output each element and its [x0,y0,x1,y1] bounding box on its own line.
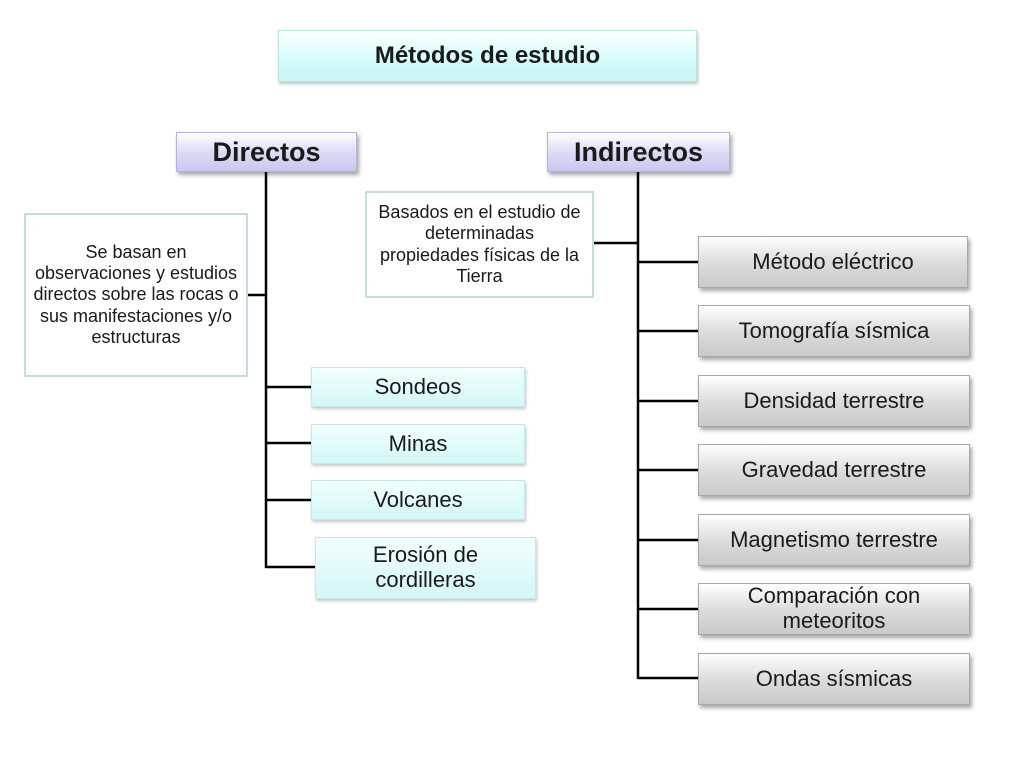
indirectos-item-ondas-sismicas: Ondas sísmicas [698,653,970,705]
indirectos-item-densidad-terrestre: Densidad terrestre [698,375,970,427]
directos-item-minas: Minas [311,424,525,464]
diagram-title: Métodos de estudio [278,30,697,82]
indirectos-item-gravedad-terrestre: Gravedad terrestre [698,444,970,496]
indirectos-item-tomografia-sismica: Tomografía sísmica [698,305,970,357]
directos-item-erosion-de-cordilleras: Erosión de cordilleras [315,537,536,599]
indirectos-item-magnetismo-terrestre: Magnetismo terrestre [698,514,970,566]
indirectos-heading: Indirectos [547,132,730,172]
directos-heading: Directos [176,132,357,172]
indirectos-item-metodo-electrico: Método eléctrico [698,236,968,288]
directos-item-sondeos: Sondeos [311,367,525,407]
directos-description: Se basan en observaciones y estudios dir… [24,213,248,377]
indirectos-item-comparacion-con-meteoritos: Comparación con meteoritos [698,583,970,635]
indirectos-description: Basados en el estudio de determinadas pr… [365,191,594,298]
directos-item-volcanes: Volcanes [311,480,525,520]
